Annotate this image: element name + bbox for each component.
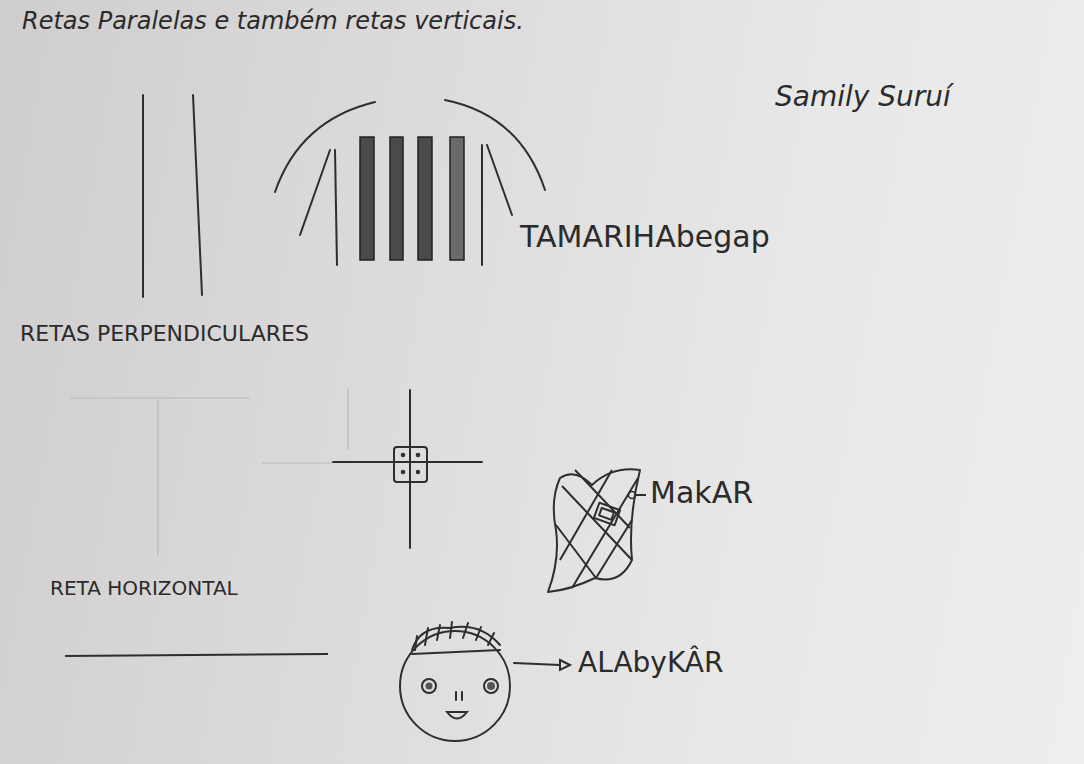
object-label: TAMARIHAbegap xyxy=(520,220,770,253)
section-heading: RETA HORIZONTAL xyxy=(50,577,238,599)
nose xyxy=(456,692,462,700)
shirt-stripe xyxy=(418,137,432,260)
author-name: Samily Suruí xyxy=(775,82,951,113)
shirt-line xyxy=(487,145,512,215)
eye xyxy=(422,679,436,693)
face-outline xyxy=(400,631,510,741)
shirt-line xyxy=(481,145,483,265)
perpendicular-line xyxy=(333,461,482,463)
object-label: ALAbyKÂR xyxy=(578,648,723,679)
object-label: MakAR xyxy=(650,476,753,509)
shirt-stripe xyxy=(450,137,464,260)
faint-line xyxy=(157,400,158,555)
horizontal-line xyxy=(65,654,328,656)
dot xyxy=(401,470,406,475)
pupil xyxy=(426,683,433,690)
cross-square xyxy=(394,447,427,482)
dot xyxy=(416,470,421,475)
makar-outline xyxy=(548,469,640,592)
makar-square xyxy=(594,503,620,526)
hair-line xyxy=(412,650,500,654)
faint-line xyxy=(347,388,348,450)
leader-dot xyxy=(629,492,636,499)
leader-line xyxy=(636,494,646,496)
leader-line xyxy=(514,663,560,665)
faint-line xyxy=(70,397,250,398)
parallel-line xyxy=(142,95,144,297)
makar-lattice xyxy=(556,470,638,588)
pupil xyxy=(487,682,495,690)
perpendicular-line xyxy=(409,390,411,548)
makar-square xyxy=(599,508,614,520)
leader-arrow xyxy=(560,660,570,670)
mouth xyxy=(447,712,467,719)
shirt-line xyxy=(300,150,330,235)
hair xyxy=(415,622,494,650)
shirt-stripe xyxy=(360,137,374,260)
shirt-line xyxy=(335,150,337,265)
faint-line xyxy=(262,462,332,463)
dot xyxy=(416,453,421,458)
heading-text: Retas Paralelas e também retas verticais… xyxy=(22,8,524,34)
section-heading: RETAS PERPENDICULARES xyxy=(20,322,309,346)
parallel-line xyxy=(193,95,202,295)
shirt-stripe xyxy=(390,137,403,260)
eye xyxy=(484,679,498,693)
dot xyxy=(401,453,406,458)
